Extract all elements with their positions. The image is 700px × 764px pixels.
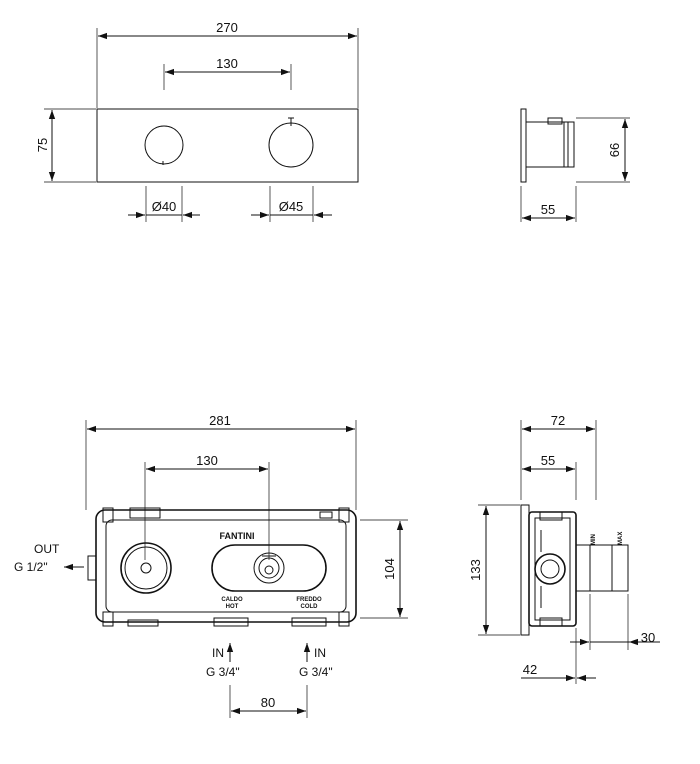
top-front-view: 270 130 75 Ø40 Ø45	[35, 20, 359, 222]
dia-left-label: Ø40	[152, 199, 177, 214]
in-right-label: IN	[314, 646, 326, 660]
box-tab	[338, 507, 350, 523]
box-height-dimension: 104	[382, 558, 397, 580]
dia-right-label: Ø45	[279, 199, 304, 214]
diverter-center	[140, 562, 152, 574]
in-left-label: IN	[212, 646, 224, 660]
install-box-inner	[105, 519, 347, 613]
inlet-cold-fitting	[291, 617, 327, 627]
protrusion-dimension: 30	[641, 630, 655, 645]
knob-left	[144, 125, 184, 165]
spacing-dimension: 130	[216, 56, 238, 71]
side-body-width-dimension: 55	[541, 453, 555, 468]
side-height-dimension: 66	[607, 143, 622, 157]
box-tab	[102, 611, 114, 627]
cover-plate	[96, 108, 359, 183]
diverter-body	[120, 542, 172, 594]
box-tab	[129, 507, 161, 519]
inlet-hot-fitting	[213, 617, 249, 627]
in-left-thread: G 3/4"	[206, 665, 240, 679]
side-height-dimension: 133	[468, 559, 483, 581]
side-bottom-tab	[539, 617, 563, 627]
diverter-ring	[124, 546, 168, 590]
spindle-housing	[575, 544, 629, 592]
side-total-width-dimension: 72	[551, 413, 565, 428]
side-plate	[520, 108, 527, 183]
box-width-dimension: 281	[209, 413, 231, 428]
top-side-view: 66 55	[520, 108, 630, 222]
side-plate	[520, 504, 530, 636]
thermostat-window	[211, 544, 327, 592]
out-thread-label: G 1/2"	[14, 560, 48, 574]
side-tab	[547, 117, 563, 125]
out-label: OUT	[34, 542, 60, 556]
hot-label: HOT	[226, 604, 239, 610]
min-label: MIN	[591, 534, 597, 545]
bottom-side-view: 72 55 MIN MAX 133 30	[468, 413, 660, 684]
max-label: MAX	[618, 532, 624, 545]
thermostat-ring	[258, 557, 280, 579]
inlet-spacing-dimension: 80	[261, 695, 275, 710]
box-tab	[319, 511, 333, 519]
brand-label: FANTINI	[220, 531, 255, 541]
in-right-thread: G 3/4"	[299, 665, 333, 679]
side-valve-body	[534, 553, 566, 585]
freddo-label: FREDDO	[296, 597, 322, 603]
side-top-tab	[539, 511, 563, 521]
thermostat-body	[253, 552, 285, 584]
offset-dimension: 42	[523, 662, 537, 677]
outlet-stub	[87, 555, 97, 581]
caldo-label: CALDO	[221, 597, 243, 603]
thermostat-center	[264, 565, 274, 575]
side-box	[528, 511, 577, 627]
side-depth-dimension: 55	[541, 202, 555, 217]
box-spacing-dimension: 130	[196, 453, 218, 468]
box-tab	[338, 611, 350, 627]
side-body	[525, 121, 575, 168]
box-tab	[102, 507, 114, 523]
height-dimension: 75	[35, 138, 50, 152]
bottom-front-view: 281 130 FANTINI CALDO HOT	[14, 413, 408, 718]
cold-label: COLD	[301, 604, 319, 610]
box-tab	[127, 619, 159, 627]
side-valve-ring	[540, 559, 560, 579]
width-dimension: 270	[216, 20, 238, 35]
knob-right	[268, 122, 314, 168]
